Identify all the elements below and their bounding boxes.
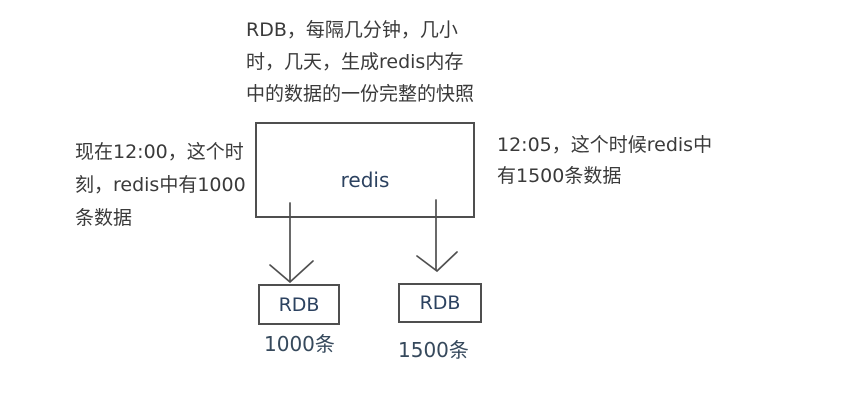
time-1200-note: 现在12:00，这个时 刻，redis中有1000 条数据 bbox=[75, 136, 246, 235]
redis-box: redis bbox=[255, 122, 475, 218]
rdb-snapshot-box-1: RDB bbox=[258, 284, 340, 325]
rdb-snapshot-box-2-label: RDB bbox=[419, 292, 461, 314]
snapshot-count-1: 1000条 bbox=[264, 332, 335, 356]
rdb-description-line: RDB，每隔几分钟，几小 bbox=[246, 19, 458, 41]
time-1205-note-line: 有1500条数据 bbox=[497, 165, 622, 187]
time-1200-note-line: 条数据 bbox=[75, 207, 133, 229]
rdb-description-line: 时，几天，生成redis内存 bbox=[246, 51, 464, 73]
rdb-snapshot-box-2: RDB bbox=[398, 283, 482, 323]
rdb-description-note: RDB，每隔几分钟，几小 时，几天，生成redis内存 中的数据的一份完整的快照 bbox=[246, 14, 474, 110]
time-1205-note-line: 12:05，这个时候redis中 bbox=[497, 134, 713, 156]
redis-box-label: redis bbox=[340, 168, 390, 192]
time-1200-note-line: 现在12:00，这个时 bbox=[75, 141, 244, 163]
time-1205-note: 12:05，这个时候redis中 有1500条数据 bbox=[497, 130, 712, 192]
snapshot-count-2: 1500条 bbox=[398, 338, 469, 362]
rdb-snapshot-box-1-label: RDB bbox=[278, 293, 320, 316]
time-1200-note-line: 刻，redis中有1000 bbox=[75, 174, 246, 196]
rdb-description-line: 中的数据的一份完整的快照 bbox=[246, 83, 475, 105]
